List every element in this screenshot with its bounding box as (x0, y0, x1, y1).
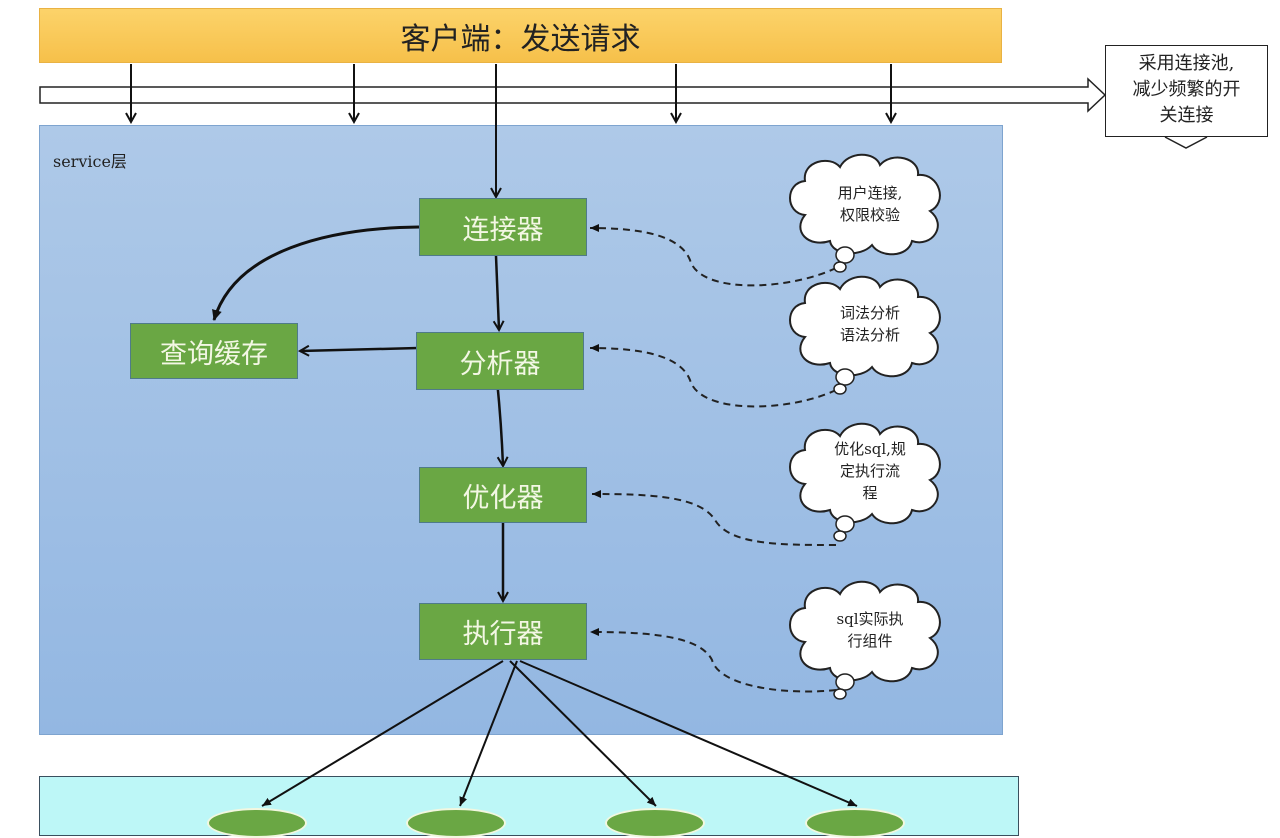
cloud-link-executor (589, 628, 837, 693)
analyzer-to-optimizer-arrow (495, 379, 503, 466)
analyzer-node: 分析器 (416, 332, 584, 390)
cloud-line: 行组件 (847, 632, 893, 650)
service-layer-label: service层 (53, 152, 127, 171)
query-cache-label: 查询缓存 (160, 338, 268, 370)
cloud-analyzer-text: 词法分析 语法分析 (800, 302, 940, 346)
cloud-line: 权限校验 (839, 206, 900, 224)
query-cache-node: 查询缓存 (130, 323, 298, 379)
cloud-link-connector (589, 224, 837, 287)
note-line: 采用连接池, (1138, 53, 1235, 74)
cloud-connector-text: 用户连接, 权限校验 (800, 182, 940, 226)
cloud-line: sql实际执 (836, 610, 904, 628)
connection-pool-note: 采用连接池, 减少频繁的开 关连接 (1105, 45, 1268, 137)
note-line: 关连接 (1159, 105, 1214, 126)
client-bar: 客户端：发送请求 (39, 8, 1002, 63)
connection-pool-arrow (39, 77, 1107, 113)
executor-to-engine-1 (261, 660, 504, 807)
cloud-analyzer-note (789, 275, 941, 395)
connector-to-cache-arrow (212, 225, 420, 321)
cloud-executor-text: sql实际执 行组件 (800, 608, 940, 652)
executor-to-engine-2 (459, 660, 518, 807)
cloud-line: 优化sql,规 (834, 440, 906, 458)
cloud-link-optimizer (591, 490, 837, 546)
cloud-executor-note (789, 580, 941, 700)
cloud-line: 定执行流 (839, 462, 900, 480)
client-label: 客户端：发送请求 (400, 21, 641, 57)
cloud-optimizer-note (789, 422, 941, 542)
executor-to-engine-3 (509, 660, 657, 807)
executor-to-engine-4 (519, 660, 858, 807)
cloud-line: 用户连接, (837, 184, 903, 202)
connector-label: 连接器 (462, 214, 544, 246)
cloud-optimizer-text: 优化sql,规 定执行流 程 (800, 438, 940, 504)
cloud-link-analyzer (589, 344, 837, 408)
cloud-line: 语法分析 (839, 326, 900, 344)
cloud-connector-note (789, 153, 941, 273)
cloud-line: 程 (862, 484, 878, 502)
note-line: 减少频繁的开 (1132, 79, 1241, 100)
analyzer-to-cache-arrow (300, 348, 419, 351)
diagram-connectors (39, 64, 1208, 807)
optimizer-node: 优化器 (419, 467, 587, 523)
note-pointer (1164, 136, 1208, 149)
connector-to-analyzer-arrow (496, 255, 499, 330)
connector-node: 连接器 (419, 198, 587, 256)
executor-node: 执行器 (419, 603, 587, 660)
cloud-line: 词法分析 (839, 304, 900, 322)
executor-label: 执行器 (462, 619, 544, 650)
analyzer-label: 分析器 (459, 348, 541, 380)
optimizer-label: 优化器 (462, 482, 544, 514)
